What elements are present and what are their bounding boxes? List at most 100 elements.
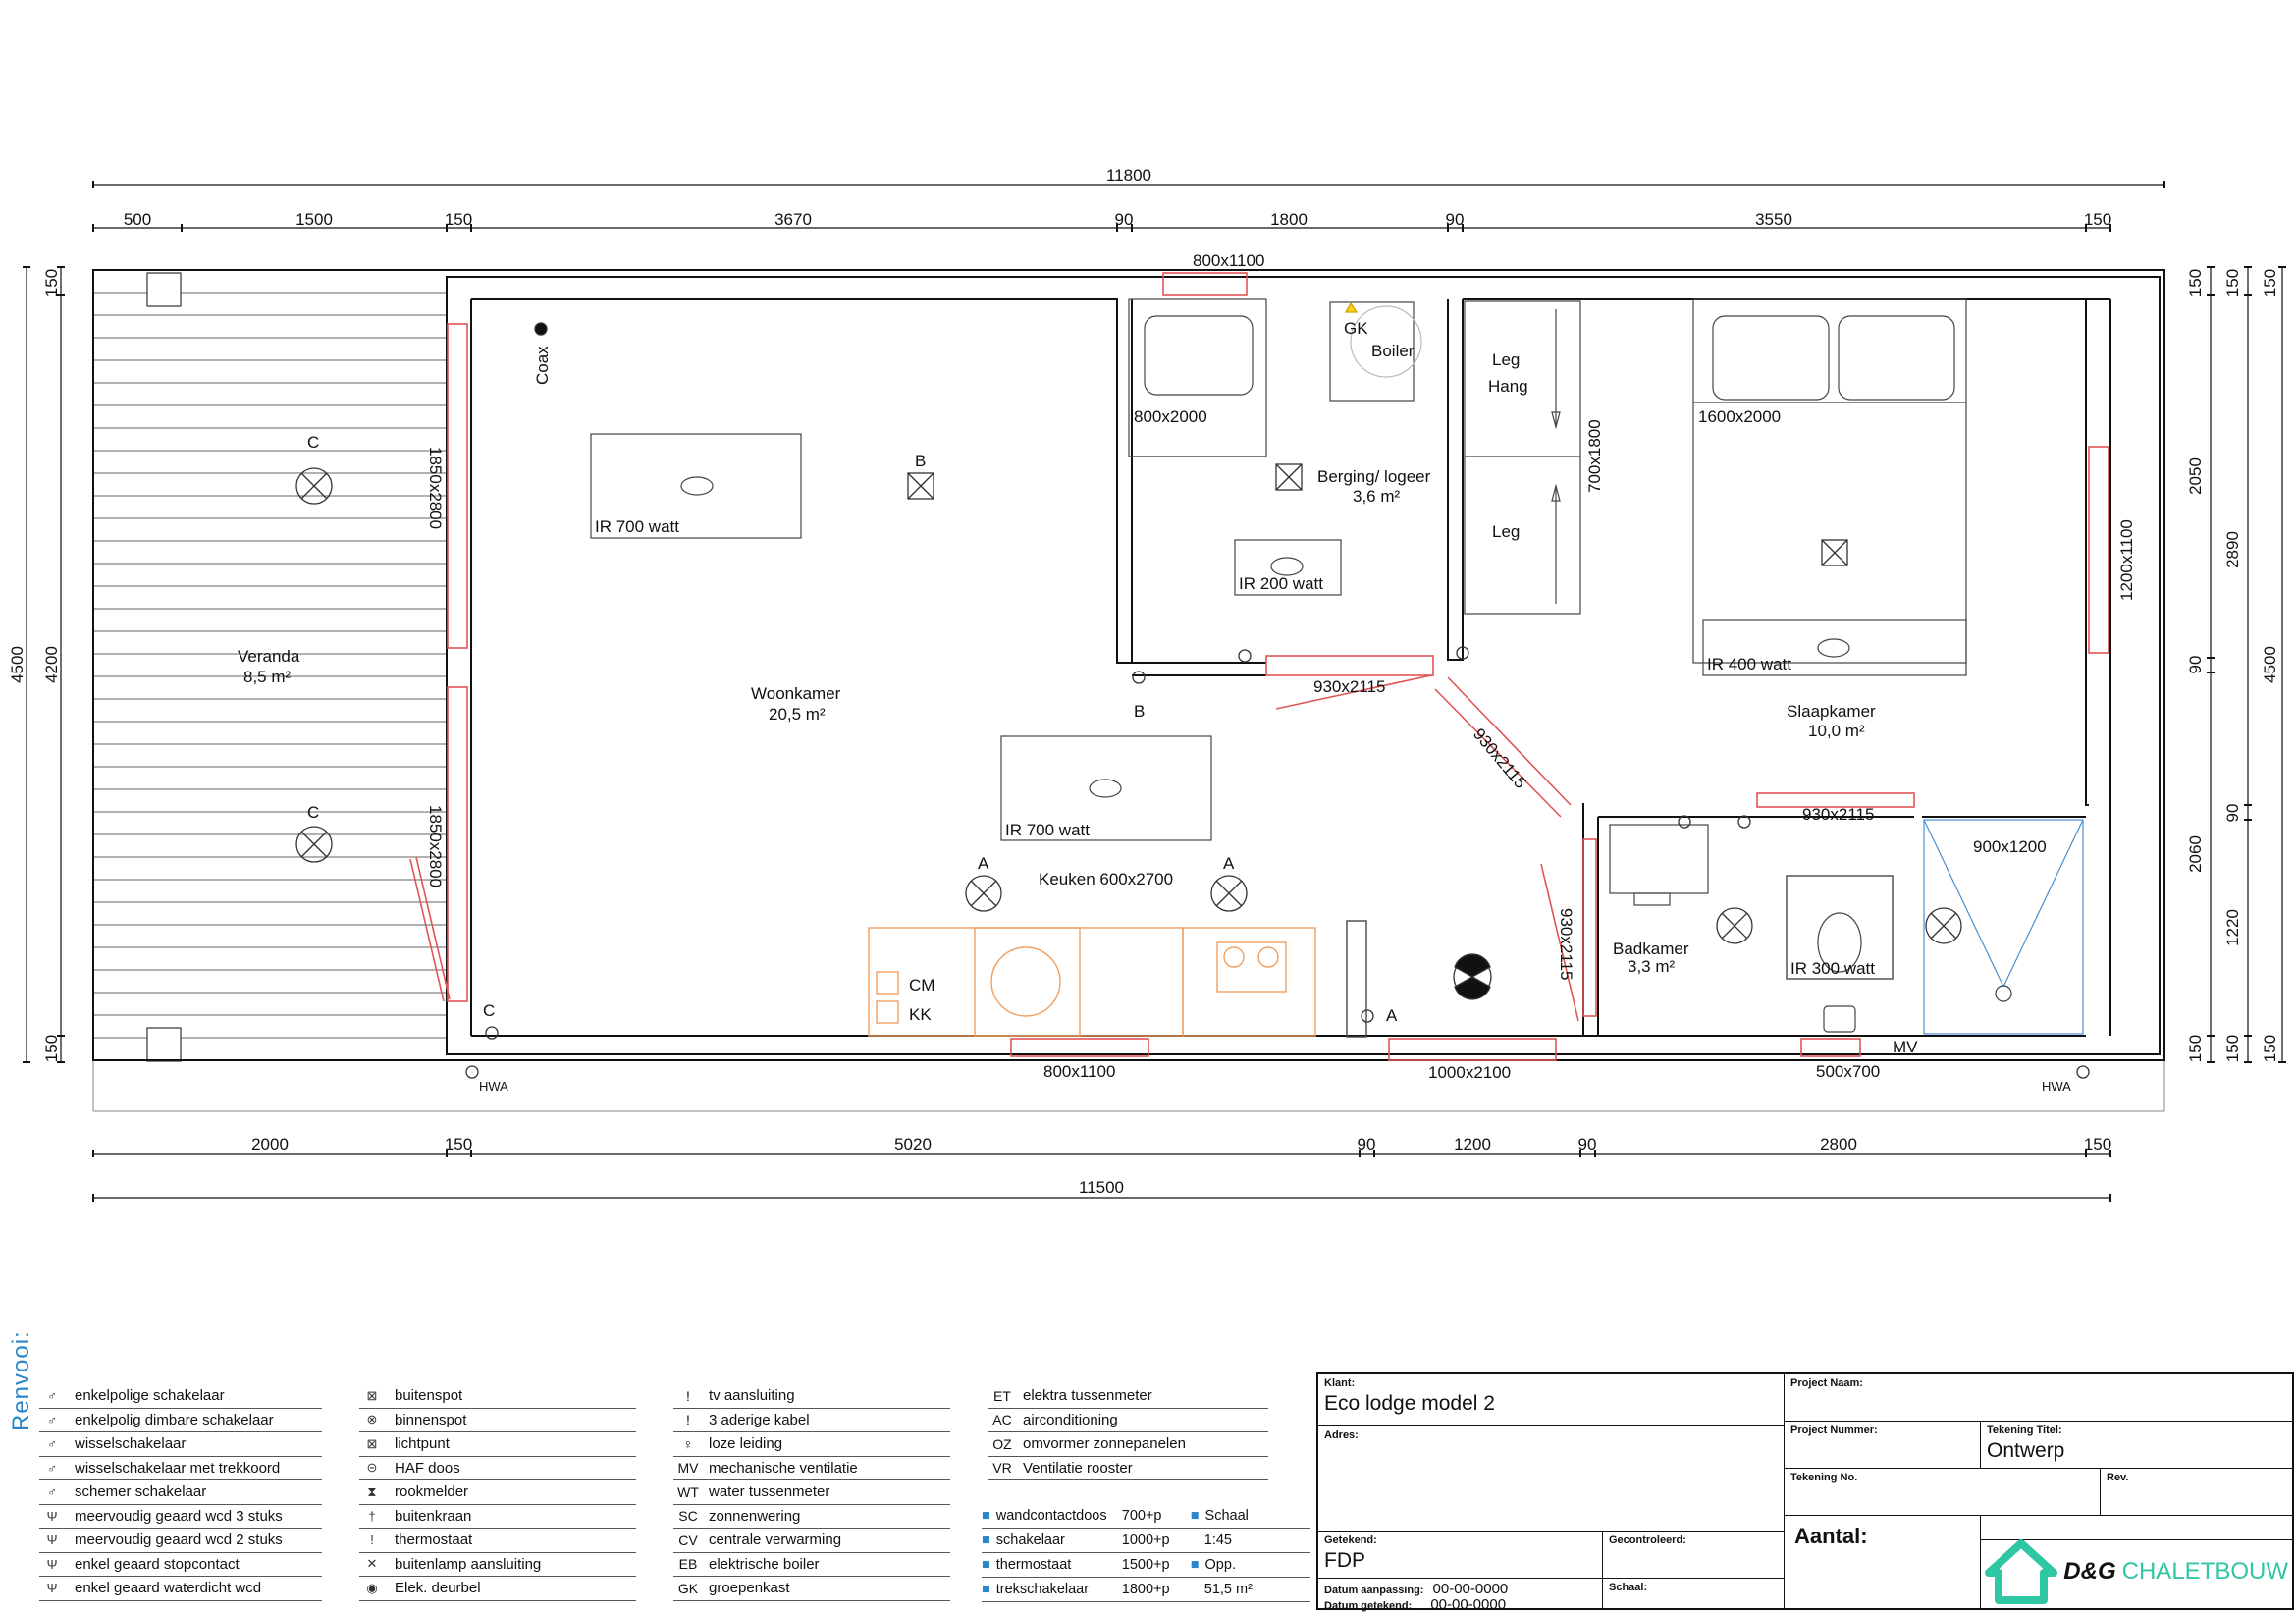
cable-icon: ! — [686, 1412, 690, 1428]
dim-right: 2050 — [2186, 457, 2205, 495]
legend-item: ♂enkelpolig dimbare schakelaar — [39, 1409, 322, 1432]
hwa-label: HWA — [479, 1079, 508, 1094]
legend-item: !thermostaat — [359, 1529, 636, 1553]
coax-label: Coax — [533, 346, 552, 385]
light-point-icon: ⊠ — [366, 1435, 378, 1451]
room-slaapkamer-area: 10,0 m² — [1808, 722, 1865, 740]
switch-c-label: C — [307, 433, 319, 452]
dg-chaletbouw-logo: D&G CHALETBOUW — [1985, 1539, 2288, 1604]
wardrobe-leg-label: Leg — [1492, 522, 1520, 541]
dim-right2: 2890 — [2223, 531, 2242, 568]
dim-bottom: 90 — [1578, 1135, 1597, 1154]
dim-top: 3550 — [1755, 210, 1792, 229]
bed-berging-label: 800x2000 — [1134, 407, 1207, 426]
dim-right2: 90 — [2223, 804, 2242, 823]
gecontroleerd-cell: Gecontroleerd: — [1603, 1532, 1785, 1579]
cm-label: CM — [909, 976, 934, 995]
datum-cell: Datum aanpassing: 00-00-0000 Datum getek… — [1318, 1579, 1603, 1613]
kitchen-units — [868, 920, 1367, 1038]
room-berging-name: Berging/ logeer — [1317, 467, 1431, 486]
logo-cell: D&G CHALETBOUW — [1981, 1516, 2294, 1610]
legend-item: ♀loze leiding — [673, 1432, 950, 1457]
legend-item: ♂wisselschakelaar met trekkoord — [39, 1457, 322, 1480]
veranda-deck — [92, 272, 2165, 1112]
indoor-spot-icon: ⊗ — [366, 1412, 378, 1427]
dim-right-total: 4500 — [2261, 646, 2279, 683]
door-bad-left-label: 930x2115 — [1557, 908, 1575, 980]
switch-b-label: B — [1134, 702, 1145, 721]
legend-item: ◉Elek. deurbel — [359, 1577, 636, 1601]
legend-item: !3 aderige kabel — [673, 1409, 950, 1432]
window-slaap-label: 1200x1100 — [2117, 519, 2136, 601]
room-badkamer-area: 3,3 m² — [1628, 957, 1676, 976]
dim-bottom: 90 — [1358, 1135, 1376, 1154]
dim-bottom: 150 — [445, 1135, 472, 1154]
ir-panel-label: IR 700 watt — [595, 517, 679, 536]
waterproof-socket-icon: Ψ — [46, 1581, 58, 1596]
dim-left-total: 4500 — [8, 646, 27, 683]
dim-right: 150 — [2261, 269, 2279, 296]
klant-value: Eco lodge model 2 — [1324, 1392, 1495, 1415]
dim-overall-top: 11800 — [1106, 166, 1151, 185]
legend-item: !tv aansluiting — [673, 1384, 950, 1409]
hwa-label: HWA — [2042, 1079, 2071, 1094]
window-top-label: 800x1100 — [1193, 251, 1264, 270]
floor-plan: 11800 500 1500 150 3670 90 1800 90 3550 … — [8, 166, 2286, 1202]
legend-item: ⧗rookmelder — [359, 1480, 636, 1505]
dim-top: 500 — [124, 210, 151, 229]
rev-cell: Rev. — [2101, 1469, 2294, 1516]
pull-switch-icon: ♂ — [47, 1460, 57, 1476]
dim-bottom: 2000 — [251, 1135, 289, 1154]
room-badkamer-name: Badkamer — [1613, 940, 1689, 958]
aantal-cell: Aantal: — [1785, 1516, 1981, 1610]
outdoor-tap-icon: † — [368, 1508, 376, 1524]
ir-panels — [590, 433, 1967, 980]
gk-label: GK — [1344, 319, 1368, 338]
dim-bottom: 5020 — [894, 1135, 932, 1154]
room-woonkamer-name: Woonkamer — [751, 684, 841, 703]
kk-label: KK — [909, 1005, 932, 1024]
switch-c-label: C — [307, 803, 319, 822]
room-woonkamer-area: 20,5 m² — [769, 705, 826, 724]
thermostat-icon: ! — [370, 1532, 374, 1548]
ir-panel-label: IR 300 watt — [1790, 959, 1875, 978]
project-naam-cell: Project Naam: — [1785, 1374, 2294, 1422]
legend-column-services: !tv aansluiting !3 aderige kabel ♀loze l… — [673, 1384, 950, 1601]
tekening-titel-value: Ontwerp — [1987, 1439, 2065, 1462]
getekend-cell: Getekend: FDP — [1318, 1532, 1603, 1579]
dim-right2: 1220 — [2223, 909, 2242, 946]
switch-b-label: B — [915, 452, 926, 470]
dim-left-bottom: 150 — [42, 1035, 61, 1062]
title-block: Klant: Eco lodge model 2 Adres: Project … — [1316, 1372, 2294, 1613]
dim-overall-bottom: 11500 — [1079, 1178, 1124, 1197]
ir-panel-label: IR 400 watt — [1707, 655, 1791, 673]
dim-bottom: 150 — [2084, 1135, 2111, 1154]
dim-top: 150 — [2084, 210, 2111, 229]
legend-item: ♂enkelpolige schakelaar — [39, 1384, 322, 1409]
dimmer-switch-icon: ♂ — [47, 1412, 57, 1427]
project-nummer-cell: Project Nummer: — [1785, 1422, 1981, 1469]
legend-title: Renvooi: — [8, 1330, 34, 1431]
room-berging-area: 3,6 m² — [1353, 487, 1401, 506]
dim-bottom: 2800 — [1820, 1135, 1857, 1154]
legend-item: †buitenkraan — [359, 1505, 636, 1529]
klant-cell: Klant: Eco lodge model 2 Adres: — [1318, 1374, 1785, 1532]
room-veranda-area: 8,5 m² — [243, 668, 292, 686]
legend-item: ♂schemer schakelaar — [39, 1480, 322, 1505]
socket-icon: Ψ — [46, 1556, 58, 1572]
dim-top: 90 — [1115, 210, 1134, 229]
veranda-door-bottom-label: 1850x2800 — [426, 805, 445, 887]
legend-item: ⊗binnenspot — [359, 1409, 636, 1432]
